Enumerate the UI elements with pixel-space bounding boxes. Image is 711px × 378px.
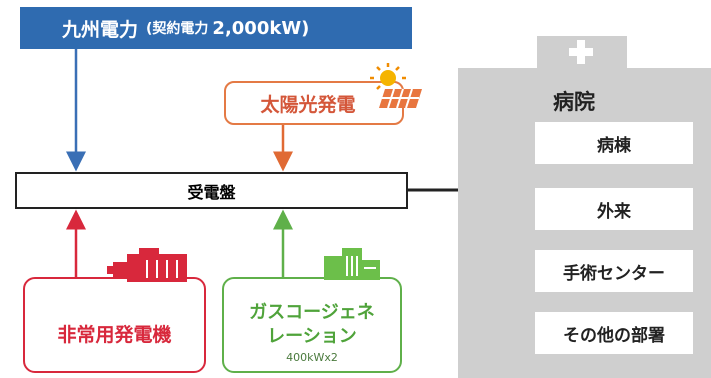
switchboard-box: 受電盤 [15, 172, 408, 209]
department-label: 病棟 [597, 135, 631, 156]
department-box: 外来 [535, 188, 693, 230]
hospital-title: 病院 [553, 90, 595, 114]
switchboard-label: 受電盤 [187, 182, 236, 202]
contract-label: (契約電力 [146, 21, 209, 37]
department-box: 病棟 [535, 122, 693, 164]
supply-title: 九州電力 [62, 18, 139, 41]
department-box: その他の部署 [535, 312, 693, 354]
cogeneration-unit-icon [324, 248, 380, 280]
emergency-generator-label: 非常用発電機 [57, 323, 172, 346]
cogeneration-label-line2: レーション [267, 325, 357, 347]
solar-label: 太陽光発電 [260, 93, 356, 116]
department-box: 手術センター [535, 250, 693, 292]
cogeneration-label-line1: ガスコージェネ [249, 301, 375, 323]
supply-box: 九州電力 (契約電力 2,000kW) [20, 7, 412, 49]
department-label: 手術センター [563, 263, 665, 284]
solar-panel-icon [370, 63, 422, 109]
generator-icon [107, 248, 187, 282]
contract-value: 2,000kW) [212, 17, 310, 39]
department-label: 外来 [597, 201, 631, 222]
department-label: その他の部署 [563, 325, 665, 346]
medical-cross-icon [569, 40, 593, 64]
cogeneration-capacity: 400kWx2 [286, 350, 338, 364]
cogeneration-box: ガスコージェネ レーション 400kWx2 [222, 277, 402, 373]
emergency-generator-box: 非常用発電機 [23, 277, 206, 373]
